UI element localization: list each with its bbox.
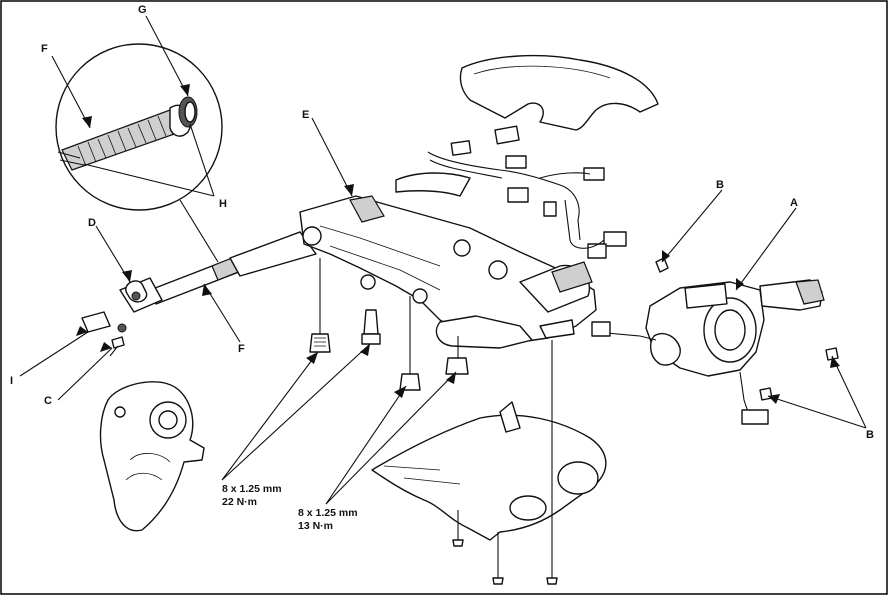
nut-i: [81, 311, 127, 333]
spec-left-size: 8 x 1.25 mm: [222, 483, 282, 495]
spec-right-size: 8 x 1.25 mm: [298, 507, 358, 519]
arrowheads: [76, 84, 840, 404]
screw-b-top: [655, 257, 669, 273]
label-g: G: [138, 4, 147, 16]
column-bracket: [99, 381, 205, 532]
combination-switch: [591, 279, 825, 425]
steering-column-assembly: [229, 195, 597, 349]
label-b-bottom: B: [866, 429, 874, 441]
label-b-top: B: [716, 179, 724, 191]
screws-b-bottom: [759, 347, 839, 401]
label-f-top: F: [41, 43, 48, 55]
wire-harness: [395, 125, 627, 259]
spec-left-torque: 22 N·m: [222, 496, 257, 508]
upper-column-cover: [459, 54, 659, 131]
label-c: C: [44, 395, 52, 407]
label-a: A: [790, 197, 798, 209]
lower-column-cover: [371, 401, 607, 541]
detail-view-circle: [55, 43, 223, 211]
label-h: H: [219, 198, 227, 210]
spec-right-torque: 13 N·m: [298, 520, 333, 532]
column-bolts: [309, 258, 558, 585]
label-d: D: [88, 217, 96, 229]
label-f-bottom: F: [238, 343, 245, 355]
label-e: E: [302, 109, 309, 121]
detail-leader: [179, 199, 219, 263]
bolt-c: [109, 336, 125, 357]
label-i: I: [10, 375, 13, 387]
